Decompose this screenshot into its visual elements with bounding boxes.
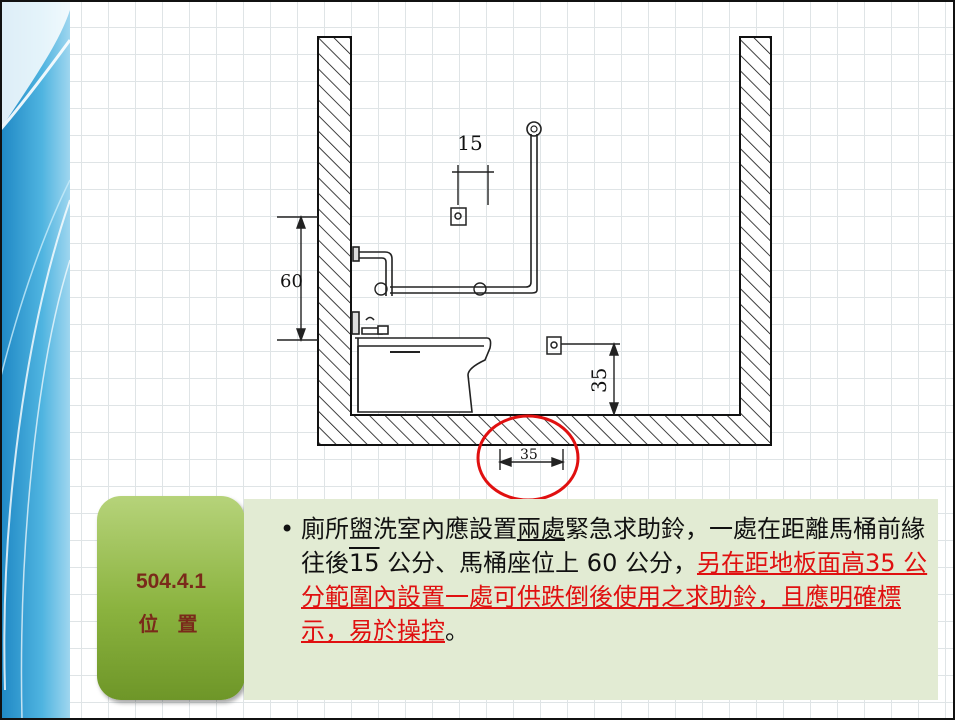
grab-bar: [374, 121, 542, 296]
side-handle: [352, 246, 393, 296]
dimension-15-label: 15: [457, 131, 482, 155]
dimension-15: [452, 165, 494, 205]
desc-part7: 。: [445, 617, 469, 645]
emergency-bell-lower: [546, 336, 620, 355]
emergency-bell-upper: [450, 207, 467, 226]
dimension-35-floor: [497, 449, 566, 470]
description-text: 廁所盥洗室內應設置兩處緊急求助鈴，一處在距離馬桶前緣往後15 公分、馬桶座位上 …: [301, 512, 931, 648]
description-box: [244, 499, 938, 700]
dimension-60: [277, 214, 318, 343]
section-code: 504.4.1: [135, 569, 207, 593]
desc-part4-overlined: 15: [349, 549, 380, 577]
dimension-35-vertical-label: 35: [587, 368, 611, 393]
desc-part3: 緊急求助鈴，一處在距離馬桶前緣往後: [301, 515, 925, 577]
dimension-35-vertical: [609, 341, 619, 417]
desc-part5: 公分、馬桶座位上 60 公分，: [379, 549, 697, 577]
dimension-60-label: 60: [280, 271, 303, 292]
desc-part2-underlined: 兩處: [517, 515, 565, 543]
bullet-marker: •: [280, 515, 295, 543]
section-label-box: 504.4.1 位 置: [97, 496, 245, 700]
desc-part1: 廁所盥洗室內應設置: [301, 515, 517, 543]
desc-part6-red: 另在距地板面高35 公分範圍內設置一處可供跌倒後使用之求助鈴，且應明確標示，易於…: [301, 549, 928, 645]
toilet: [351, 311, 492, 413]
decorative-swoosh-band: [0, 0, 70, 720]
section-title: 位 置: [138, 611, 204, 636]
dimension-35-floor-label: 35: [520, 447, 538, 463]
